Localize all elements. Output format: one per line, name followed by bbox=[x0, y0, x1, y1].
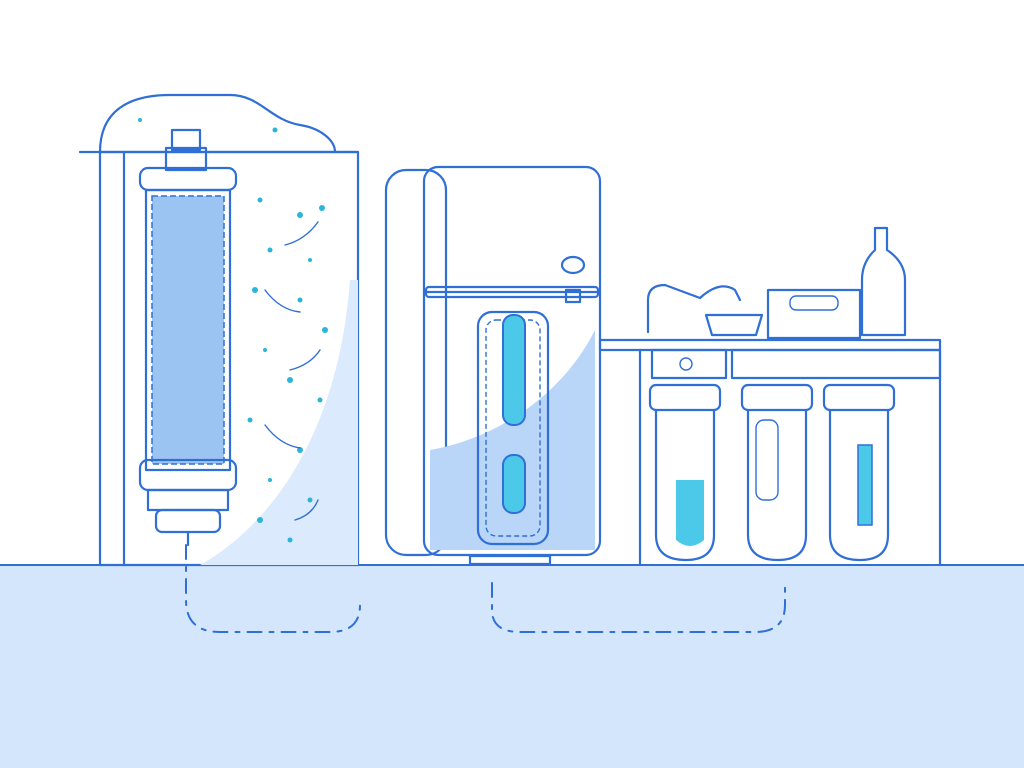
filter-capsule bbox=[502, 454, 526, 514]
pipe-left bbox=[185, 544, 361, 633]
under-sink-system bbox=[598, 226, 942, 567]
flow-arrows bbox=[264, 221, 321, 521]
cartridge bbox=[138, 128, 238, 547]
filter-canister bbox=[648, 383, 722, 562]
filter-canister bbox=[822, 383, 896, 562]
floor bbox=[0, 565, 1024, 768]
pipe-middle bbox=[491, 579, 786, 633]
light-gradient bbox=[200, 280, 358, 565]
filter-capsule bbox=[502, 314, 526, 426]
filter-canister bbox=[740, 383, 814, 562]
refrigerator bbox=[384, 165, 602, 566]
particles bbox=[138, 118, 328, 543]
cartridge-filter-panel bbox=[78, 93, 360, 567]
